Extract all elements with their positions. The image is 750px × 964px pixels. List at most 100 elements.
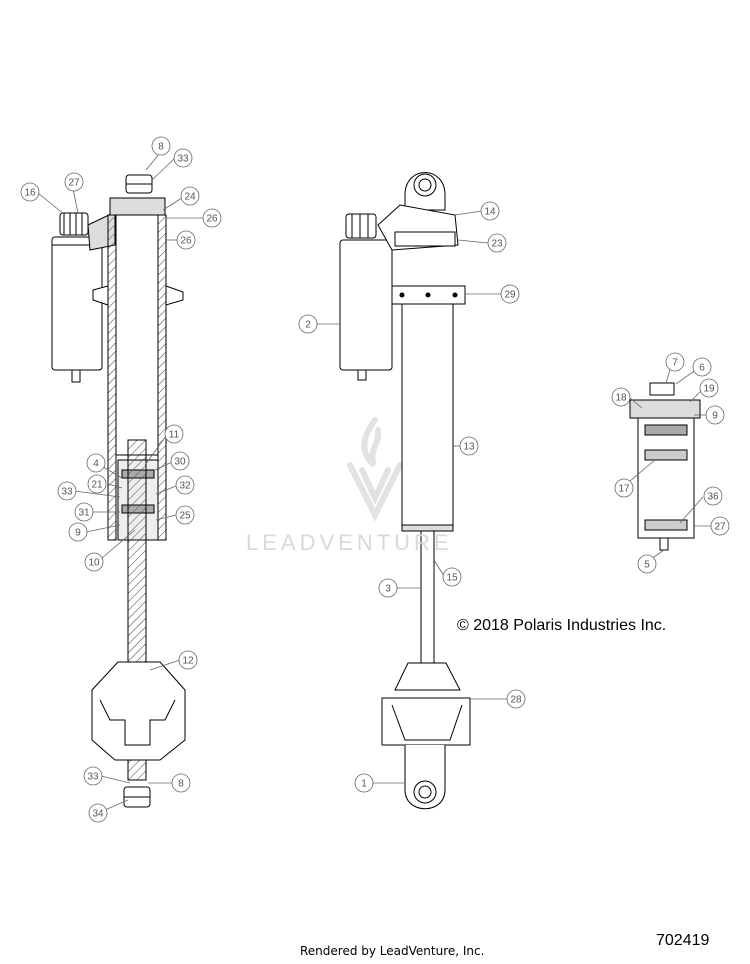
callout-c6: 6 — [692, 357, 712, 377]
callout-circle — [74, 502, 94, 522]
callout-circle — [88, 803, 108, 823]
center-adjuster-knob — [345, 213, 377, 239]
callout-c15: 15 — [442, 567, 462, 587]
callout-label: 8 — [178, 779, 184, 790]
callout-c7: 7 — [665, 352, 685, 372]
callout-circle — [480, 201, 500, 221]
callout-c27b: 27 — [710, 516, 730, 536]
callout-circle — [202, 208, 222, 228]
callout-circle — [705, 405, 725, 425]
left-reservoir-body — [51, 236, 103, 371]
callout-label: 25 — [179, 511, 191, 522]
callout-label: 1 — [361, 779, 367, 790]
callout-circle — [298, 314, 318, 334]
copyright-notice: © 2018 Polaris Industries Inc. — [457, 617, 667, 634]
callout-c29: 29 — [500, 284, 520, 304]
callout-circle — [175, 505, 195, 525]
callout-circle — [703, 486, 723, 506]
callout-c19: 19 — [699, 378, 719, 398]
rendered-by-footer: Rendered by LeadVenture, Inc. — [300, 944, 485, 958]
callout-c33a: 33 — [173, 148, 193, 168]
callout-circle — [164, 424, 184, 444]
callout-circle — [699, 378, 719, 398]
callout-label: 3 — [385, 584, 391, 595]
callout-c26a: 26 — [202, 208, 222, 228]
callout-circle — [665, 352, 685, 372]
callout-c34: 34 — [88, 803, 108, 823]
callout-c5: 5 — [637, 554, 657, 574]
callout-circle — [84, 552, 104, 572]
callout-c30: 30 — [170, 451, 190, 471]
callout-label: 4 — [93, 459, 99, 470]
callout-label: 12 — [182, 656, 194, 667]
callout-c9a: 9 — [68, 522, 88, 542]
callout-circle — [170, 451, 190, 471]
left-adjuster-knob — [59, 212, 89, 236]
detail-knob — [649, 382, 675, 396]
center-body-tube — [401, 303, 454, 530]
callout-c12: 12 — [178, 650, 198, 670]
callout-label: 26 — [206, 214, 218, 225]
callout-label: 23 — [491, 239, 503, 250]
left-shock-section — [51, 174, 186, 808]
callout-label: 11 — [169, 430, 180, 441]
callout-circle — [378, 578, 398, 598]
callout-label: 7 — [672, 358, 678, 369]
callout-circle — [487, 233, 507, 253]
callout-label: 18 — [615, 393, 627, 404]
center-bottom-bumper — [394, 662, 461, 691]
left-reservoir-stem — [71, 369, 81, 383]
callout-label: 29 — [504, 290, 516, 301]
callout-label: 33 — [177, 154, 189, 165]
callout-label: 15 — [446, 573, 458, 584]
callout-label: 10 — [88, 558, 100, 569]
center-shock — [339, 172, 471, 810]
callout-c33b: 33 — [57, 481, 77, 501]
callout-label: 2 — [305, 320, 311, 331]
detail-floating-piston — [644, 449, 688, 461]
left-top-cap — [109, 197, 166, 216]
callout-label: 34 — [92, 809, 104, 820]
callout-circle — [68, 522, 88, 542]
callout-c23: 23 — [487, 233, 507, 253]
callout-circle — [86, 453, 106, 473]
callout-c25: 25 — [175, 505, 195, 525]
callout-label: 16 — [24, 188, 36, 199]
callout-circle — [459, 436, 479, 456]
callout-c27a: 27 — [64, 172, 84, 192]
callout-label: 32 — [179, 481, 191, 492]
callout-circle — [442, 567, 462, 587]
callout-c28: 28 — [506, 689, 526, 709]
callout-label: 26 — [180, 236, 192, 247]
callout-c17: 17 — [614, 478, 634, 498]
callout-c33c: 33 — [83, 766, 103, 786]
callout-circle — [20, 182, 40, 202]
callout-c32: 32 — [175, 475, 195, 495]
callout-label: 27 — [68, 178, 80, 189]
callout-label: 28 — [510, 695, 522, 706]
callout-c3: 3 — [378, 578, 398, 598]
callout-circle — [614, 478, 634, 498]
callout-c8b: 8 — [171, 773, 191, 793]
callout-label: 5 — [644, 560, 650, 571]
callout-c11: 11 — [164, 424, 184, 444]
callout-circle — [178, 650, 198, 670]
callout-circle — [180, 186, 200, 206]
callout-c26b: 26 — [176, 230, 196, 250]
callout-label: 21 — [91, 480, 103, 491]
callout-c14: 14 — [480, 201, 500, 221]
callout-circle — [83, 766, 103, 786]
callout-c9b: 9 — [705, 405, 725, 425]
callout-circle — [637, 554, 657, 574]
callout-leaders — [37, 147, 711, 811]
watermark-logo — [347, 417, 403, 522]
callout-c10: 10 — [84, 552, 104, 572]
callout-circle — [354, 773, 374, 793]
callout-circle — [151, 136, 171, 156]
callout-circle — [611, 387, 631, 407]
diagram-number: 702419 — [656, 932, 710, 949]
callout-circle — [500, 284, 520, 304]
watermark-text: LEADVENTURE — [246, 530, 453, 555]
